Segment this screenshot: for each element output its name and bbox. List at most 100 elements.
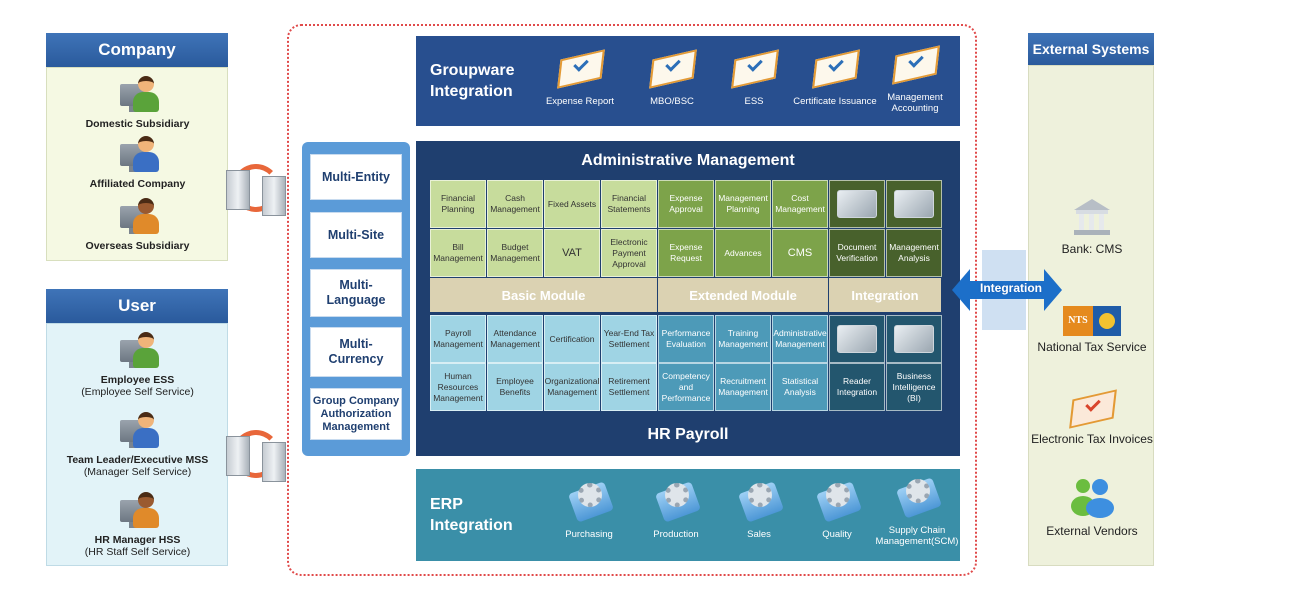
module-cell: [829, 315, 885, 363]
module-cell: Training Management: [715, 315, 771, 363]
module-cell: Organizational Management: [544, 363, 600, 411]
domestic-subsidiary: Domestic Subsidiary: [47, 74, 228, 130]
groupware-item: ESS: [711, 46, 797, 107]
user-computer-icon: [116, 196, 160, 238]
person-label: Employee ESS: [100, 374, 175, 386]
national-tax-service: NTS National Tax Service: [1029, 306, 1155, 354]
external-systems-title: External Systems: [1028, 33, 1154, 65]
gear-folder-icon: [814, 477, 862, 523]
person-label: Domestic Subsidiary: [85, 118, 190, 130]
user-computer-icon: [116, 134, 160, 176]
person-sublabel: (HR Staff Self Service): [84, 546, 191, 558]
gear-folder-icon: [653, 477, 701, 523]
erp-item: Purchasing: [546, 477, 632, 540]
multi-site-box: Multi-Site: [310, 212, 402, 258]
user-computer-icon: [116, 490, 160, 532]
invoice-icon: [1064, 386, 1120, 432]
module-cell: Reader Integration: [829, 363, 885, 411]
user-body: Employee ESS (Employee Self Service) Tea…: [46, 323, 228, 566]
module-cell: Administrative Management: [772, 315, 828, 363]
multi-language-box: Multi- Language: [310, 269, 402, 317]
module-cell: Financial Planning: [430, 180, 486, 228]
module-cell: Attendance Management: [487, 315, 543, 363]
device-image-icon: [894, 325, 934, 353]
nts-logo-icon: NTS: [1063, 306, 1121, 336]
external-vendors: External Vendors: [1029, 474, 1155, 538]
person-label: Overseas Subsidiary: [85, 240, 190, 252]
basic-module-band: Basic Module: [430, 278, 657, 312]
clipboard-check-icon: [887, 42, 943, 88]
clipboard-check-icon: [644, 46, 700, 92]
gear-folder-icon: [736, 477, 784, 523]
module-cell: Cost Management: [772, 180, 828, 228]
external-systems-panel: External Systems Bank: CMS NTS National …: [1028, 33, 1154, 566]
erp-title: ERP Integration: [430, 496, 513, 534]
gear-folder-icon: [894, 473, 942, 519]
device-image-icon: [894, 190, 934, 218]
module-cell: Human Resources Management: [430, 363, 486, 411]
user-title: User: [46, 289, 228, 323]
module-cell: Statistical Analysis: [772, 363, 828, 411]
module-cell: Bill Management: [430, 229, 486, 277]
groupware-item: Management Accounting: [872, 42, 958, 114]
module-cell: Cash Management: [487, 180, 543, 228]
integration-band: Integration: [829, 278, 941, 312]
user-computer-icon: [116, 74, 160, 116]
module-cell: Budget Management: [487, 229, 543, 277]
module-cell: Retirement Settlement: [601, 363, 657, 411]
module-cell: [829, 180, 885, 228]
module-cell: [886, 180, 942, 228]
multi-currency-box: Multi- Currency: [310, 327, 402, 377]
device-image-icon: [837, 325, 877, 353]
administrative-management-panel: Administrative Management Basic Module E…: [416, 141, 960, 456]
module-cell: CMS: [772, 229, 828, 277]
groupware-item: MBO/BSC: [629, 46, 715, 107]
module-cell: Financial Statements: [601, 180, 657, 228]
electronic-tax-invoices: Electronic Tax Invoices: [1029, 386, 1155, 446]
person-label: HR Manager HSS: [94, 534, 181, 546]
module-cell: Year-End Tax Settlement: [601, 315, 657, 363]
company-body: Domestic Subsidiary Affiliated Company O…: [46, 67, 228, 261]
module-cell: Electronic Payment Approval: [601, 229, 657, 277]
hr-manager-hss: HR Manager HSS (HR Staff Self Service): [47, 490, 228, 558]
device-image-icon: [837, 190, 877, 218]
module-cell: Competency and Performance: [658, 363, 714, 411]
user-panel: User Employee ESS (Employee Self Service…: [46, 289, 228, 566]
erp-item: Production: [633, 477, 719, 540]
overseas-subsidiary: Overseas Subsidiary: [47, 196, 228, 252]
group-authorization-box: Group Company Authorization Management: [310, 388, 402, 440]
groupware-item: Certificate Issuance: [792, 46, 878, 107]
server-exchange-icon: [222, 162, 292, 218]
gear-folder-icon: [566, 477, 614, 523]
module-cell: Expense Request: [658, 229, 714, 277]
erp-item: Supply Chain Management(SCM): [874, 473, 960, 547]
groupware-title: Groupware Integration: [430, 62, 515, 100]
extended-module-band: Extended Module: [658, 278, 828, 312]
erp-item: Quality: [794, 477, 880, 540]
groupware-integration-panel: Groupware Integration Expense Report MBO…: [416, 36, 960, 126]
vendors-people-icon: [1071, 479, 1114, 518]
module-cell: Business Intelligence (BI): [886, 363, 942, 411]
module-cell: VAT: [544, 229, 600, 277]
module-cell: Document Verification: [829, 229, 885, 277]
hr-payroll-title: HR Payroll: [647, 426, 729, 443]
admin-title: Administrative Management: [581, 152, 795, 169]
module-cell: [886, 315, 942, 363]
module-cell: Payroll Management: [430, 315, 486, 363]
module-cell: Management Analysis: [886, 229, 942, 277]
person-sublabel: (Employee Self Service): [81, 386, 194, 398]
erp-item: Sales: [716, 477, 802, 540]
module-cell: Fixed Assets: [544, 180, 600, 228]
company-panel: Company Domestic Subsidiary Affiliated C…: [46, 33, 228, 261]
multi-entity-box: Multi-Entity: [310, 154, 402, 200]
module-cell: Certification: [544, 315, 600, 363]
integration-label: Integration: [980, 281, 1042, 295]
module-cell: Advances: [715, 229, 771, 277]
team-leader-mss: Team Leader/Executive MSS (Manager Self …: [47, 410, 228, 478]
company-title: Company: [46, 33, 228, 67]
user-computer-icon: [116, 330, 160, 372]
bank-cms: Bank: CMS: [1029, 196, 1155, 256]
double-arrow-icon: [952, 269, 1062, 311]
groupware-item: Expense Report: [537, 46, 623, 107]
system-boundary: [287, 24, 977, 576]
